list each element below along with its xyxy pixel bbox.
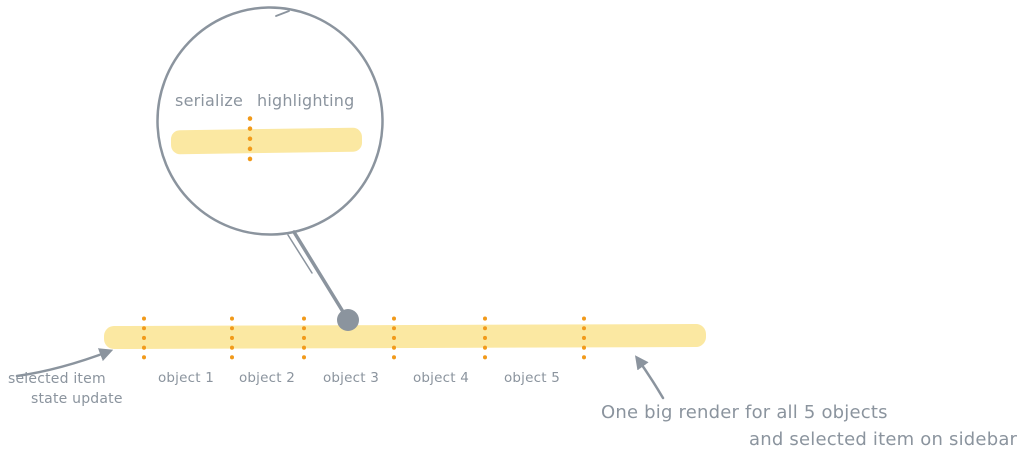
magnifier-circle-stroke-overlap (275, 10, 290, 17)
render-note-line1: One big render for all 5 objects (601, 402, 888, 423)
magnifier-label-highlighting: highlighting (257, 91, 355, 110)
magnifier-handle (292, 230, 347, 317)
object-label-5: object 5 (503, 370, 561, 386)
magnifier-handle-inner-line (287, 234, 313, 274)
object-label-1: object 1 (157, 370, 215, 386)
render-note-arrow (634, 355, 665, 400)
object-label-3: object 3 (322, 370, 380, 386)
selected-item-note-line1: selected item (8, 371, 106, 387)
selected-item-arrow (15, 348, 114, 378)
selected-item-note-line2: state update (31, 391, 123, 407)
object-label-2: object 2 (238, 370, 296, 386)
magnifier-label-serialize: serialize (175, 91, 243, 110)
object-label-4: object 4 (412, 370, 470, 386)
render-note-line2: and selected item on sidebar (749, 429, 1018, 450)
magnifier-anchor-dot (337, 309, 359, 331)
zoomed-highlight-bar (170, 127, 363, 155)
magnifier-circle (156, 6, 384, 236)
timeline-bar (103, 323, 707, 350)
